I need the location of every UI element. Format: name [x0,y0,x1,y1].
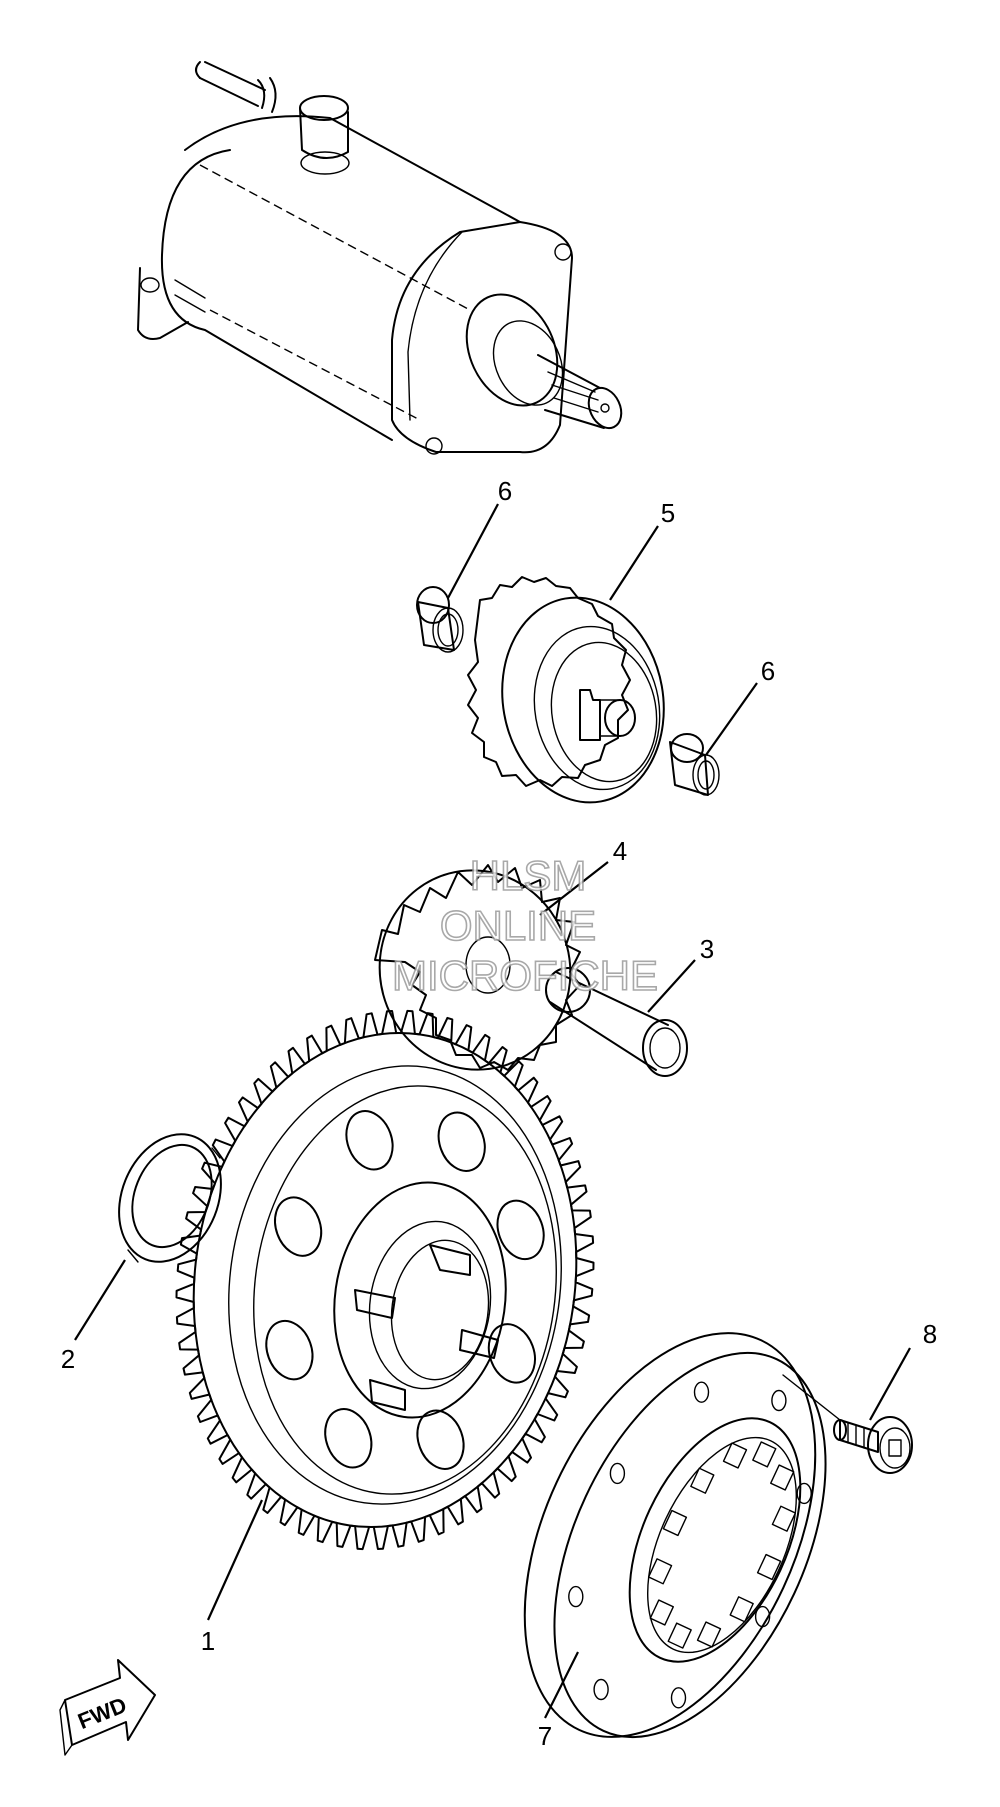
gear-hole [274,1196,323,1257]
gear-hole [265,1319,314,1381]
fwd-direction-marker: FWD [59,1659,156,1756]
clutch-hole [609,1462,626,1485]
clutch-roller [729,1596,754,1623]
starter-motor [137,61,623,455]
gear-hole [496,1199,545,1261]
clutch-roller [696,1621,722,1648]
watermark: HLSM ONLINE MICROFICHE [391,851,659,1000]
callout-1: 1 [201,1626,215,1656]
gear-hole [487,1323,536,1384]
clutch-roller [690,1467,715,1494]
clutch-hole [670,1687,687,1709]
clutch-hole [754,1605,771,1628]
callout-6a: 6 [498,476,512,506]
starter-wheel-gear [175,1009,595,1551]
gear-hole [345,1110,394,1171]
gear-tooth-profile [175,1009,595,1551]
clutch-hole [693,1381,710,1403]
watermark-line-1: HLSM [470,852,587,899]
fwd-label: FWD [74,1692,130,1734]
clutch-roller [756,1553,782,1581]
gear-hole [324,1408,373,1469]
clutch-roller [647,1558,673,1585]
callout-4: 4 [613,836,627,866]
idler-shaft [545,967,688,1077]
clutch-roller [770,1464,795,1491]
clutch-roller [771,1505,797,1532]
leader-lines [74,503,911,1719]
one-way-clutch [523,1332,827,1739]
thrust-washer [118,1133,222,1263]
clutch-roller [662,1509,688,1537]
clutch-hole [771,1389,787,1412]
clutch-roller [649,1599,674,1626]
callout-5: 5 [661,498,675,528]
gear-teeth [175,1009,595,1551]
gear-hole [437,1111,486,1172]
callout-8: 8 [923,1319,937,1349]
watermark-line-2: ONLINE [440,902,596,949]
callout-2: 2 [61,1344,75,1374]
callout-7: 7 [538,1721,552,1751]
small-gear [374,864,581,1071]
gear-lightening-holes [265,1110,545,1470]
bushing-lower [669,733,720,796]
callout-6b: 6 [761,656,775,686]
gear-hole [416,1409,465,1470]
clutch-hole [796,1482,812,1505]
idler-gear-assembly [467,576,665,804]
callout-labels: 1 2 3 4 5 6 6 7 8 [61,476,937,1751]
bushing-upper [416,586,464,653]
clutch-roller [722,1442,748,1469]
clutch-hole [593,1678,609,1701]
clutch-roller [752,1441,777,1468]
clutch-rollers [647,1441,797,1649]
clutch-bolt-holes [568,1381,812,1709]
watermark-line-3: MICROFICHE [392,952,658,999]
callout-3: 3 [700,934,714,964]
clutch-bolt [833,1416,913,1474]
clutch-roller [667,1622,692,1649]
clutch-hole [568,1585,584,1608]
